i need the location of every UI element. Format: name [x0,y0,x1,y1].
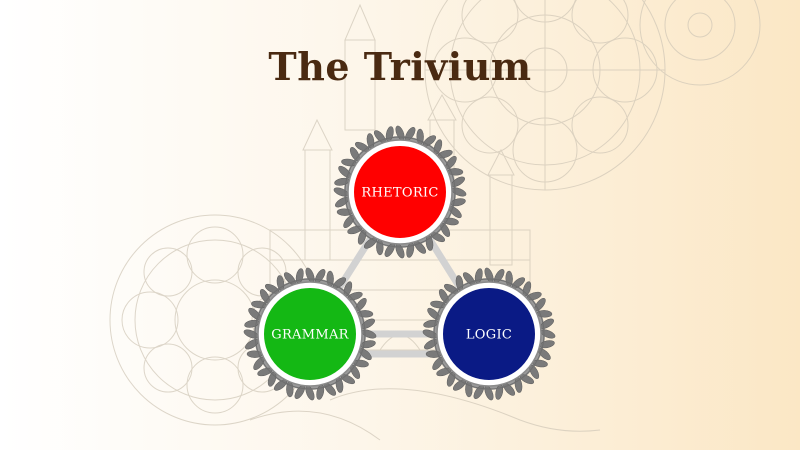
node-grammar-label: GRAMMAR [271,328,349,343]
node-rhetoric-label: RHETORIC [361,186,438,201]
node-rhetoric: RHETORIC [333,125,467,259]
node-logic: LOGIC [422,267,556,401]
node-logic-label: LOGIC [466,328,512,343]
node-grammar: GRAMMAR [243,267,377,401]
